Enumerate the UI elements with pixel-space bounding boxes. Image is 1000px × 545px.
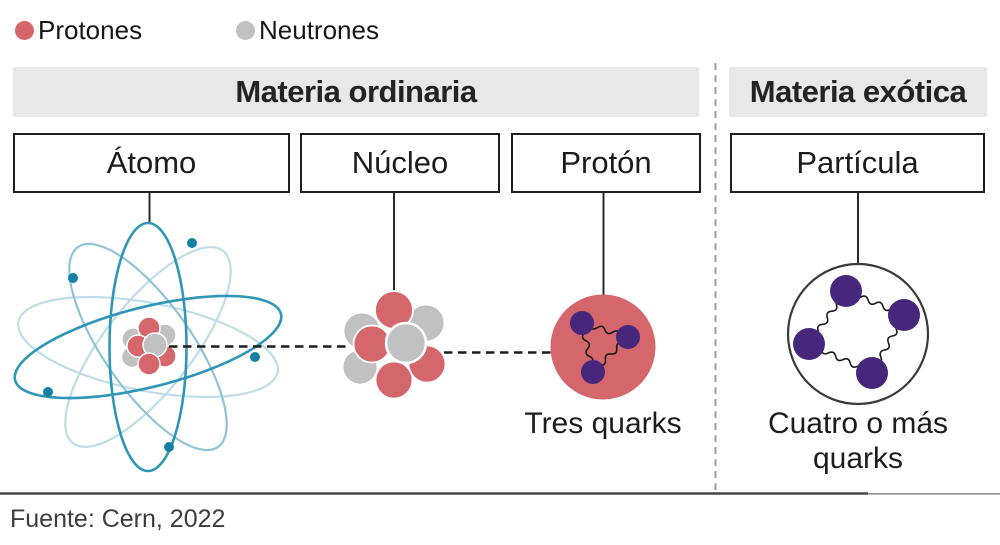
orbit-ellipse <box>64 246 232 448</box>
label-box-atom: Átomo <box>13 133 290 193</box>
proton-quarks <box>570 311 640 384</box>
proton-caption: Tres quarks <box>524 407 682 440</box>
particle-caption: Cuatro o más quarks <box>748 406 968 476</box>
particle-circle <box>786 262 930 406</box>
quark-dot <box>830 275 862 307</box>
legend-label-protones: Protones <box>38 14 143 45</box>
orbit-ellipse <box>13 294 283 400</box>
legend-label-neutrones: Neutrones <box>259 14 379 45</box>
legend-item-neutrones: Neutrones <box>236 15 379 45</box>
electron-dot <box>68 273 78 283</box>
label-box-particle: Partícula <box>730 133 985 193</box>
particle-caption-line1: Cuatro o más <box>767 407 949 440</box>
quark-dot <box>793 328 825 360</box>
label-box-nucleus: Núcleo <box>300 133 500 193</box>
source-text: Fuente: Cern, 2022 <box>10 505 226 533</box>
electron-dot <box>187 238 197 248</box>
particle-illustration <box>786 262 930 406</box>
quark-dot <box>616 325 640 349</box>
quark-dot <box>570 311 594 335</box>
neutron-dot-icon <box>236 20 255 40</box>
nucleus-illustration <box>341 290 447 400</box>
electron-dot <box>43 387 53 397</box>
particle-caption-line2: quarks <box>812 442 904 475</box>
proton-dot-icon <box>15 20 34 40</box>
orbit-ellipse <box>108 221 188 473</box>
atom-illustration <box>13 221 283 473</box>
orbit-ellipse <box>17 295 279 399</box>
orbit-ellipse <box>68 242 228 452</box>
gluon-waves <box>807 289 906 375</box>
quark-dot <box>888 299 920 331</box>
quark-dot <box>581 360 605 384</box>
label-box-proton: Protón <box>511 133 701 193</box>
proton-illustration <box>550 294 656 400</box>
electron-dot <box>164 442 174 452</box>
proton-circle <box>550 294 656 400</box>
quark-dot <box>856 357 888 389</box>
section-header-exotic: Materia exótica <box>729 67 987 117</box>
gluon-waves <box>581 320 629 373</box>
particle-quarks <box>793 275 920 389</box>
electron-dot <box>250 352 260 362</box>
section-header-ordinary: Materia ordinaria <box>13 67 699 117</box>
atom-nucleus-cluster <box>120 316 177 376</box>
legend-item-protones: Protones <box>15 15 142 45</box>
